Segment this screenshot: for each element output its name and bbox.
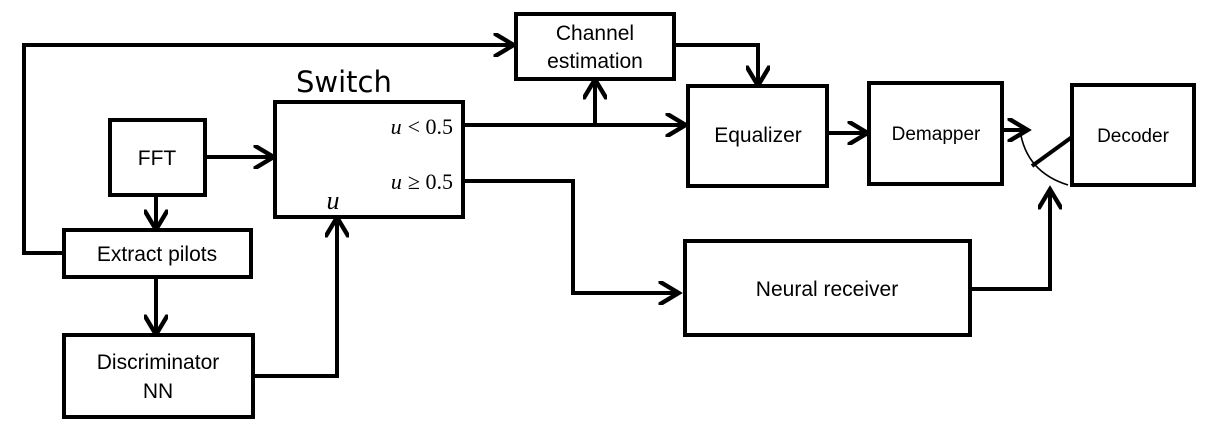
discriminator-block: Discriminator NN: [62, 333, 255, 419]
channel-estimation-block: Channel estimation: [514, 12, 676, 81]
decoder-block: Decoder: [1070, 83, 1196, 187]
discriminator-label-line1: Discriminator: [97, 351, 220, 374]
extract-pilots-label: Extract pilots: [97, 243, 217, 266]
neural-receiver-label: Neural receiver: [756, 278, 898, 301]
switch-condition-low: u< 0.5: [391, 114, 453, 139]
connections: [22, 43, 1074, 378]
neural-receiver-block: Neural receiver: [683, 239, 972, 337]
extract-pilots-block: Extract pilots: [62, 228, 253, 279]
decoder-label: Decoder: [1097, 126, 1169, 147]
switch-title: Switch: [296, 65, 392, 99]
demapper-label: Demapper: [892, 124, 981, 145]
fft-label: FFT: [138, 147, 177, 170]
channel-estimation-label-line2: estimation: [547, 50, 643, 73]
switch-control-input-label: u: [327, 186, 340, 215]
channel-estimation-label-line1: Channel: [556, 22, 634, 45]
wire-discriminator-to-switch: [253, 219, 337, 378]
switch-condition-high: u≥ 0.5: [391, 169, 453, 194]
switch-block: Switch u< 0.5 u≥ 0.5 u: [273, 65, 465, 219]
discriminator-label-line2: NN: [143, 380, 173, 403]
wire-extract-to-channel: [22, 45, 512, 255]
equalizer-label: Equalizer: [714, 124, 802, 147]
selector-switch-arc: [1019, 129, 1069, 186]
wire-switch-to-neural-receiver: [463, 179, 677, 293]
fft-block: FFT: [108, 118, 207, 197]
wire-channel-to-equalizer: [674, 43, 758, 84]
wire-neural-receiver-to-selector: [970, 191, 1050, 291]
demapper-block: Demapper: [867, 81, 1004, 186]
equalizer-block: Equalizer: [686, 84, 829, 188]
selector-switch-arm: [1030, 135, 1074, 168]
